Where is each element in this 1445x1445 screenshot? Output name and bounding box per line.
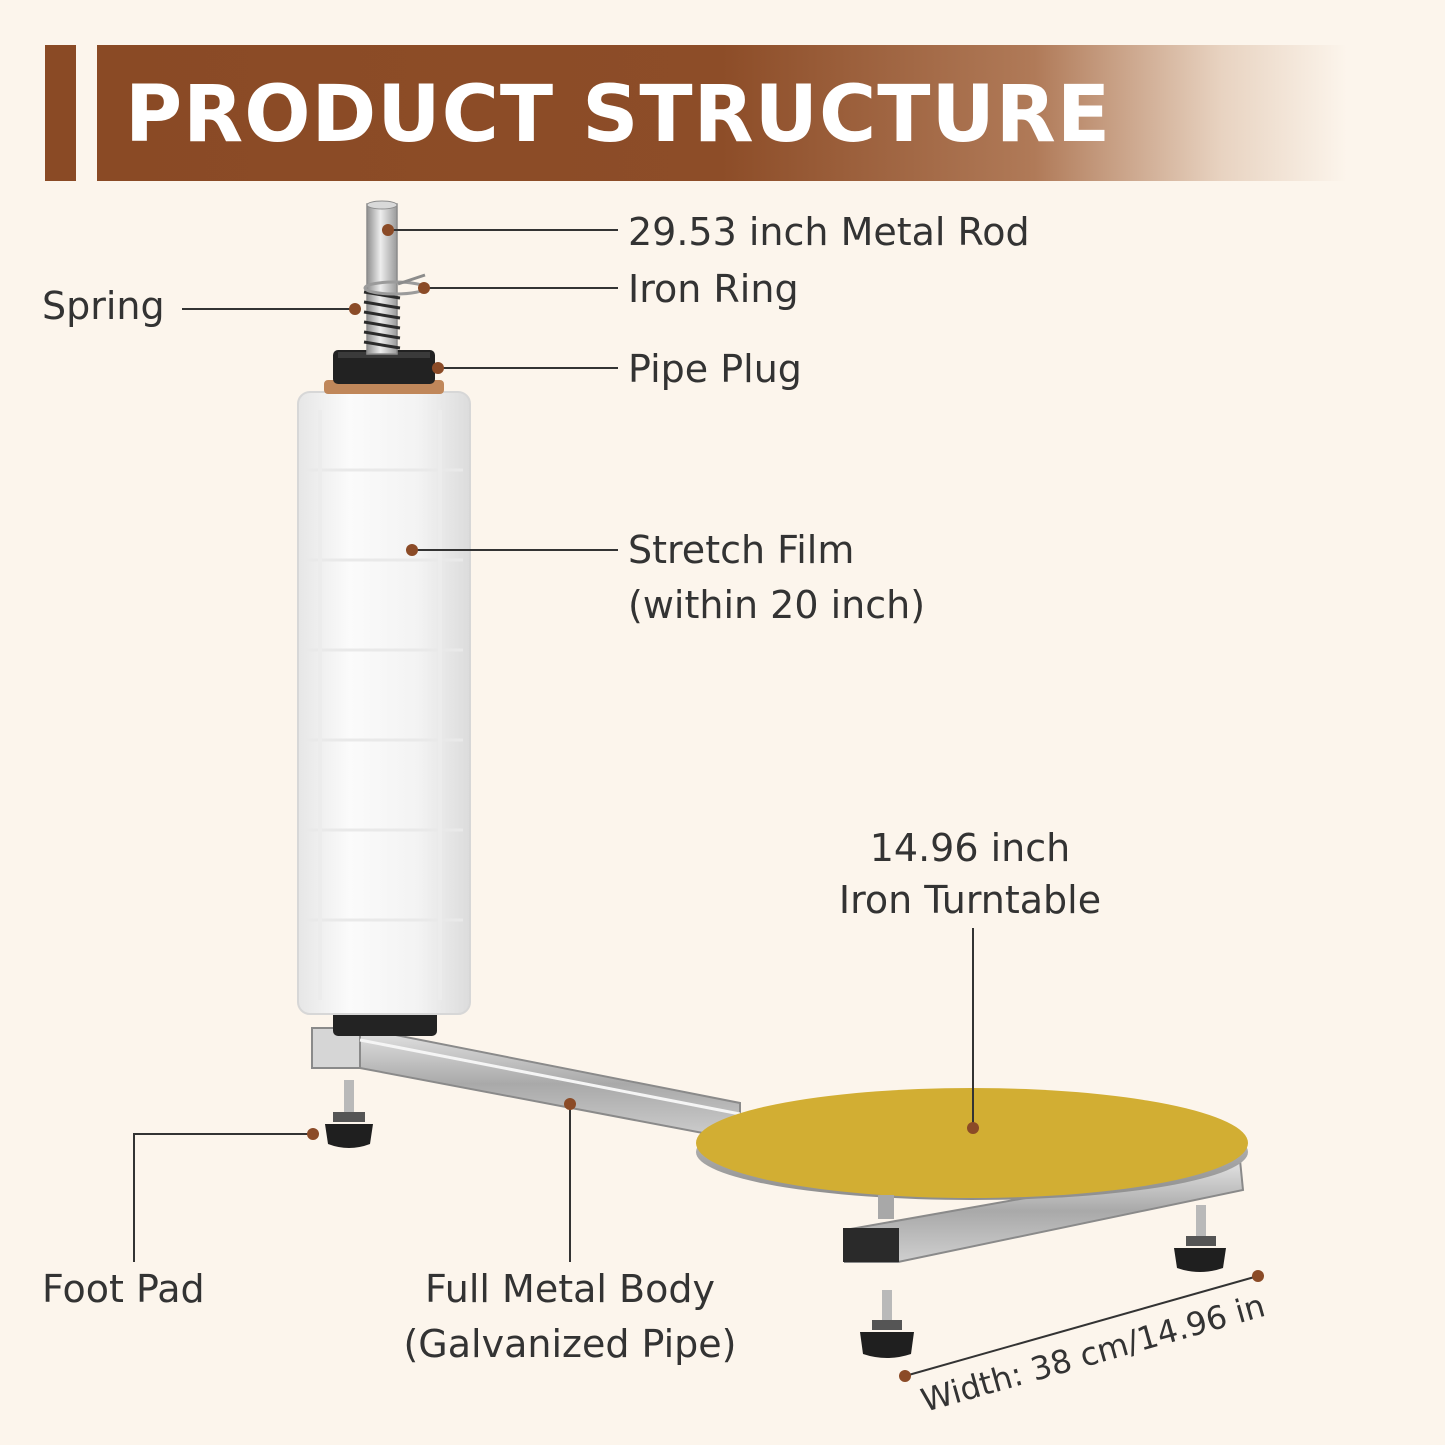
label-foot-pad: Foot Pad <box>42 1267 205 1311</box>
dot-foot-pad <box>307 1128 319 1140</box>
dot-body <box>564 1098 576 1110</box>
dot-width-start <box>899 1370 911 1382</box>
foot-pad-right-front <box>860 1290 914 1358</box>
label-iron-ring: Iron Ring <box>628 267 799 311</box>
label-body-line2: (Galvanized Pipe) <box>403 1322 737 1366</box>
foot-pad-left <box>325 1080 373 1148</box>
page-title: PRODUCT STRUCTURE <box>125 70 1112 160</box>
banner-accent-bar <box>45 45 76 181</box>
label-pipe-plug: Pipe Plug <box>628 347 802 391</box>
label-stretch-film-line2: (within 20 inch) <box>628 583 926 627</box>
dot-stretch-film <box>406 544 418 556</box>
callout-dots <box>307 224 1264 1382</box>
iron-turntable <box>696 1088 1248 1219</box>
label-spring: Spring <box>42 284 165 328</box>
dot-iron-ring <box>418 282 430 294</box>
label-stretch-film-line1: Stretch Film <box>628 528 855 572</box>
top-pipe-plug <box>324 350 444 394</box>
leader-lines <box>133 229 1259 1377</box>
label-turntable-line1: 14.96 inch <box>869 826 1071 870</box>
dot-turntable <box>967 1122 979 1134</box>
leader-line-foot-pad <box>133 1133 313 1262</box>
metal-rod <box>366 200 398 355</box>
foot-pads <box>325 1080 1226 1358</box>
horizontal-base-arm <box>311 1027 741 1142</box>
foot-pad-right-rear <box>1174 1205 1226 1272</box>
label-body-line1: Full Metal Body <box>425 1267 715 1311</box>
dot-spring <box>349 303 361 315</box>
dot-width-end <box>1252 1270 1264 1282</box>
dot-metal-rod <box>382 224 394 236</box>
label-metal-rod: 29.53 inch Metal Rod <box>628 210 1030 254</box>
spring-coil <box>363 290 401 350</box>
title-banner <box>97 45 1347 181</box>
label-turntable-line2: Iron Turntable <box>838 878 1102 922</box>
width-dimension-line <box>904 1275 1259 1377</box>
width-label: Width: 38 cm/14.96 in <box>917 1286 1269 1419</box>
stretch-film-roll <box>297 391 471 1015</box>
dot-pipe-plug <box>432 362 444 374</box>
